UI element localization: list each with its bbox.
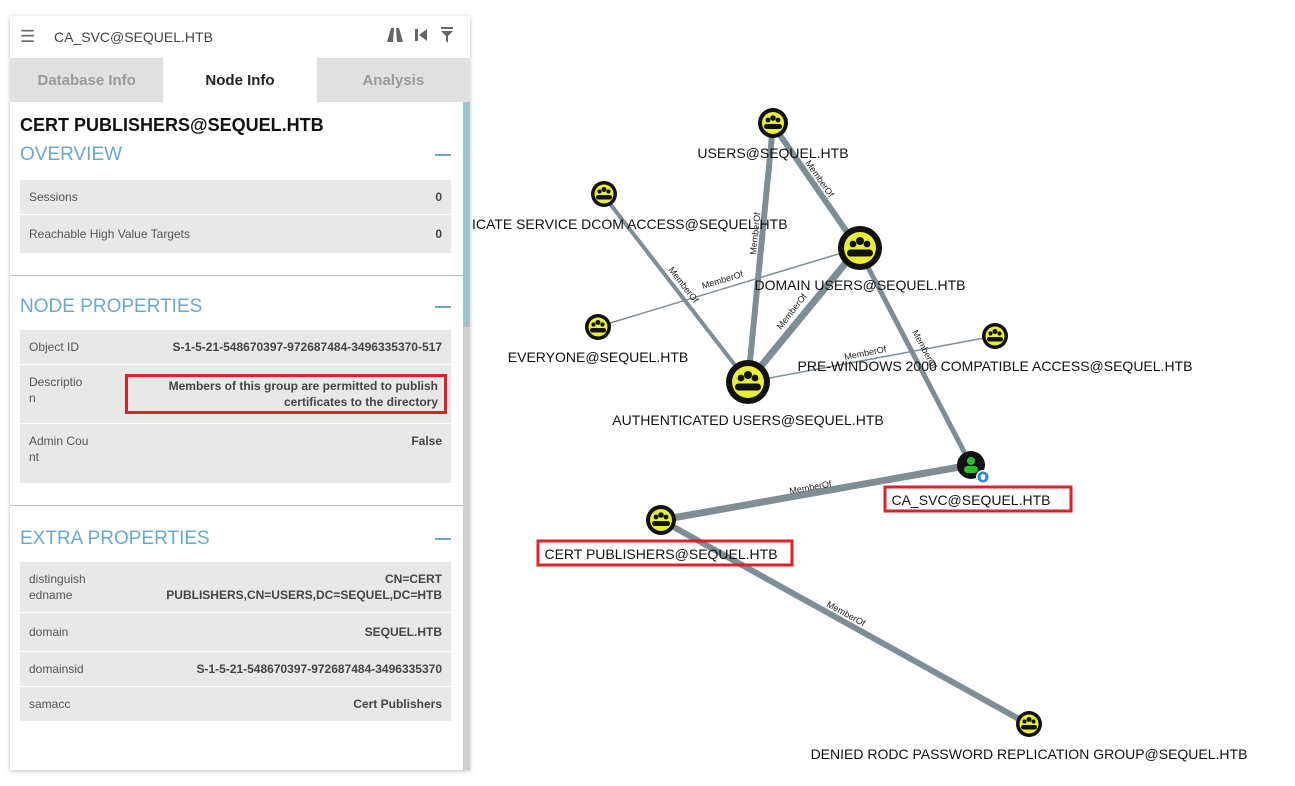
edge-everyone-domainusers[interactable] <box>596 247 859 328</box>
node-label-prewin[interactable]: PRE-WINDOWS 2000 COMPATIBLE ACCESS@SEQUE… <box>798 358 1193 374</box>
highlight-box-certpub <box>536 539 794 567</box>
table-row[interactable]: Sessions 0 <box>20 180 451 215</box>
filter-icon[interactable] <box>434 27 460 47</box>
edge-domainusers-casvc[interactable] <box>855 246 974 467</box>
panel-scroll-area: CERT PUBLISHERS@SEQUEL.HTB OVERVIEW Sess… <box>10 102 463 721</box>
group-node-certpub[interactable] <box>646 505 676 535</box>
node-label-denied[interactable]: DENIED RODC PASSWORD REPLICATION GROUP@S… <box>811 746 1248 762</box>
edge-casvc-certpub[interactable] <box>660 461 972 524</box>
tab-bar: Database Info Node Info Analysis <box>10 58 470 102</box>
overview-table: Sessions 0 Reachable High Value Targets … <box>20 180 451 253</box>
panel-content: CERT PUBLISHERS@SEQUEL.HTB OVERVIEW Sess… <box>10 102 470 770</box>
node-properties-table: Object ID S-1-5-21-548670397-972687484-3… <box>20 330 451 483</box>
user-node-casvc[interactable] <box>957 451 990 484</box>
graph-node-labels: USERS@SEQUEL.HTB ICATE SERVICE DCOM ACCE… <box>472 145 1247 762</box>
divider <box>10 505 463 506</box>
prop-value: S-1-5-21-548670397-972687484-3496335370-… <box>172 340 442 354</box>
node-label-everyone[interactable]: EVERYONE@SEQUEL.HTB <box>508 349 688 365</box>
prop-value: 0 <box>435 227 442 241</box>
graph-nodes <box>585 108 1042 737</box>
table-row[interactable]: distinguishedname CN=CERT PUBLISHERS,CN=… <box>20 562 451 613</box>
group-node-dcom[interactable] <box>591 181 617 207</box>
table-row[interactable]: Object ID S-1-5-21-548670397-972687484-3… <box>20 330 451 365</box>
table-row[interactable]: Admin Count False <box>20 424 451 483</box>
edge-certpub-denied[interactable] <box>659 517 1030 727</box>
extra-properties-table: distinguishedname CN=CERT PUBLISHERS,CN=… <box>20 562 451 721</box>
extra-properties-header[interactable]: EXTRA PROPERTIES <box>10 522 463 556</box>
edge-label: MemberOf <box>748 211 762 255</box>
prop-value: CN=CERT PUBLISHERS,CN=USERS,DC=SEQUEL,DC… <box>166 572 442 602</box>
collapse-icon[interactable] <box>435 154 451 156</box>
group-node-domainusers[interactable] <box>838 226 882 270</box>
edge-authusers-domainusers[interactable] <box>745 245 861 385</box>
node-properties-header[interactable]: NODE PROPERTIES <box>10 290 463 324</box>
prop-key: samacc <box>29 697 71 711</box>
prop-key: domain <box>29 625 69 639</box>
prop-value: Cert Publishers <box>353 697 442 711</box>
prop-key: Reachable High Value Targets <box>29 227 190 241</box>
edge-users-authusers[interactable] <box>745 124 776 383</box>
back-icon[interactable] <box>408 28 434 46</box>
group-node-prewin[interactable] <box>982 323 1008 349</box>
edge-users-domainusers[interactable] <box>770 123 861 250</box>
tab-analysis[interactable]: Analysis <box>316 58 470 102</box>
divider <box>10 275 463 276</box>
prop-value: Members of this group are permitted to p… <box>125 374 447 414</box>
scrollbar-thumb[interactable] <box>463 102 470 327</box>
tab-node-info[interactable]: Node Info <box>163 58 317 102</box>
table-row[interactable]: samacc Cert Publishers <box>20 687 451 721</box>
node-label-domainusers[interactable]: DOMAIN USERS@SEQUEL.HTB <box>754 277 965 293</box>
table-row[interactable]: Description Members of this group are pe… <box>20 365 451 424</box>
highlight-box-casvc <box>883 485 1073 513</box>
node-label-dcom[interactable]: ICATE SERVICE DCOM ACCESS@SEQUEL.HTB <box>472 216 788 232</box>
menu-icon[interactable]: ☰ <box>20 27 36 46</box>
tab-database-info[interactable]: Database Info <box>10 58 164 102</box>
table-row[interactable]: domain SEQUEL.HTB <box>20 613 451 652</box>
table-row[interactable]: Reachable High Value Targets 0 <box>20 215 451 253</box>
node-label-certpub[interactable]: CERT PUBLISHERS@SEQUEL.HTB <box>544 546 777 562</box>
search-bar: ☰ CA_SVC@SEQUEL.HTB <box>10 16 470 58</box>
node-label-casvc[interactable]: CA_SVC@SEQUEL.HTB <box>892 492 1051 508</box>
prop-key: Admin Count <box>29 434 89 464</box>
section-title: NODE PROPERTIES <box>20 296 203 317</box>
pathfinding-icon[interactable] <box>382 28 408 46</box>
owned-badge-icon <box>976 470 990 484</box>
panel-scrollbar[interactable] <box>463 102 470 770</box>
edge-dcom-authusers[interactable] <box>602 194 750 384</box>
group-node-users[interactable] <box>758 108 788 138</box>
node-label-authusers[interactable]: AUTHENTICATED USERS@SEQUEL.HTB <box>612 412 883 428</box>
prop-value: False <box>411 434 442 448</box>
collapse-icon[interactable] <box>435 538 451 540</box>
overview-header[interactable]: OVERVIEW <box>10 138 463 172</box>
group-node-everyone[interactable] <box>585 314 611 340</box>
prop-key: Description <box>29 375 83 405</box>
search-input[interactable]: CA_SVC@SEQUEL.HTB <box>54 29 213 45</box>
prop-value: S-1-5-21-548670397-972687484-3496335370 <box>196 662 442 676</box>
group-node-authusers[interactable] <box>726 360 770 404</box>
graph-edges <box>596 123 1030 727</box>
table-row[interactable]: domainsid S-1-5-21-548670397-972687484-3… <box>20 652 451 687</box>
prop-key: domainsid <box>29 662 84 676</box>
prop-value: SEQUEL.HTB <box>364 625 442 639</box>
edge-authusers-prewin[interactable] <box>747 335 996 383</box>
section-title: EXTRA PROPERTIES <box>20 528 210 549</box>
prop-key: Sessions <box>29 190 78 204</box>
node-label-users[interactable]: USERS@SEQUEL.HTB <box>697 145 848 161</box>
prop-key: Object ID <box>29 340 80 354</box>
edge-label: MemberOf <box>701 269 745 291</box>
group-node-denied[interactable] <box>1016 711 1042 737</box>
prop-value: 0 <box>435 190 442 204</box>
node-title: CERT PUBLISHERS@SEQUEL.HTB <box>20 115 324 135</box>
section-title: OVERVIEW <box>20 144 123 165</box>
node-info-panel: ☰ CA_SVC@SEQUEL.HTB Database Info Node I… <box>10 16 470 770</box>
prop-key: distinguishedname <box>29 572 86 602</box>
collapse-icon[interactable] <box>435 306 451 308</box>
